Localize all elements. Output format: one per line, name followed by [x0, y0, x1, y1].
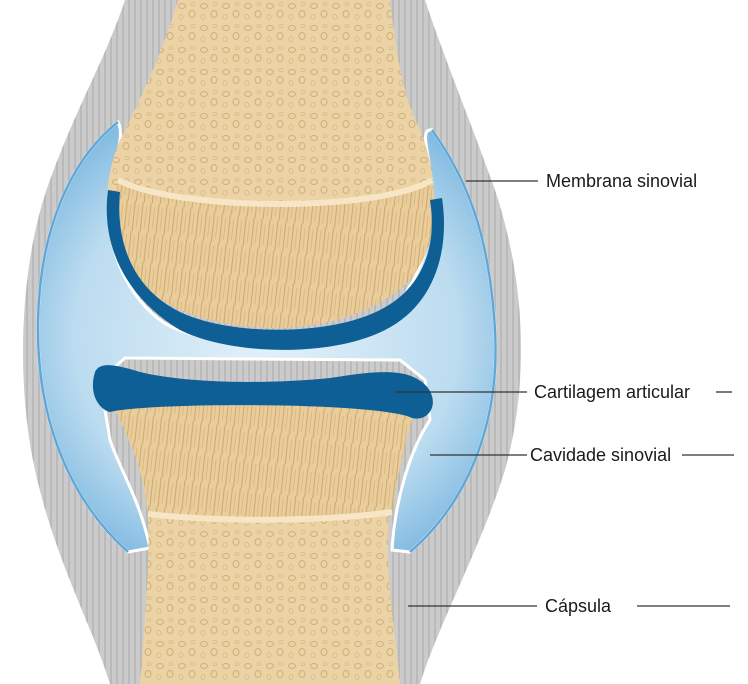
label-membrana-sinovial: Membrana sinovial [546, 171, 697, 191]
label-capsula: Cápsula [545, 596, 611, 616]
label-cavidade-sinovial: Cavidade sinovial [530, 445, 671, 465]
label-cartilagem-articular: Cartilagem articular [534, 382, 690, 402]
